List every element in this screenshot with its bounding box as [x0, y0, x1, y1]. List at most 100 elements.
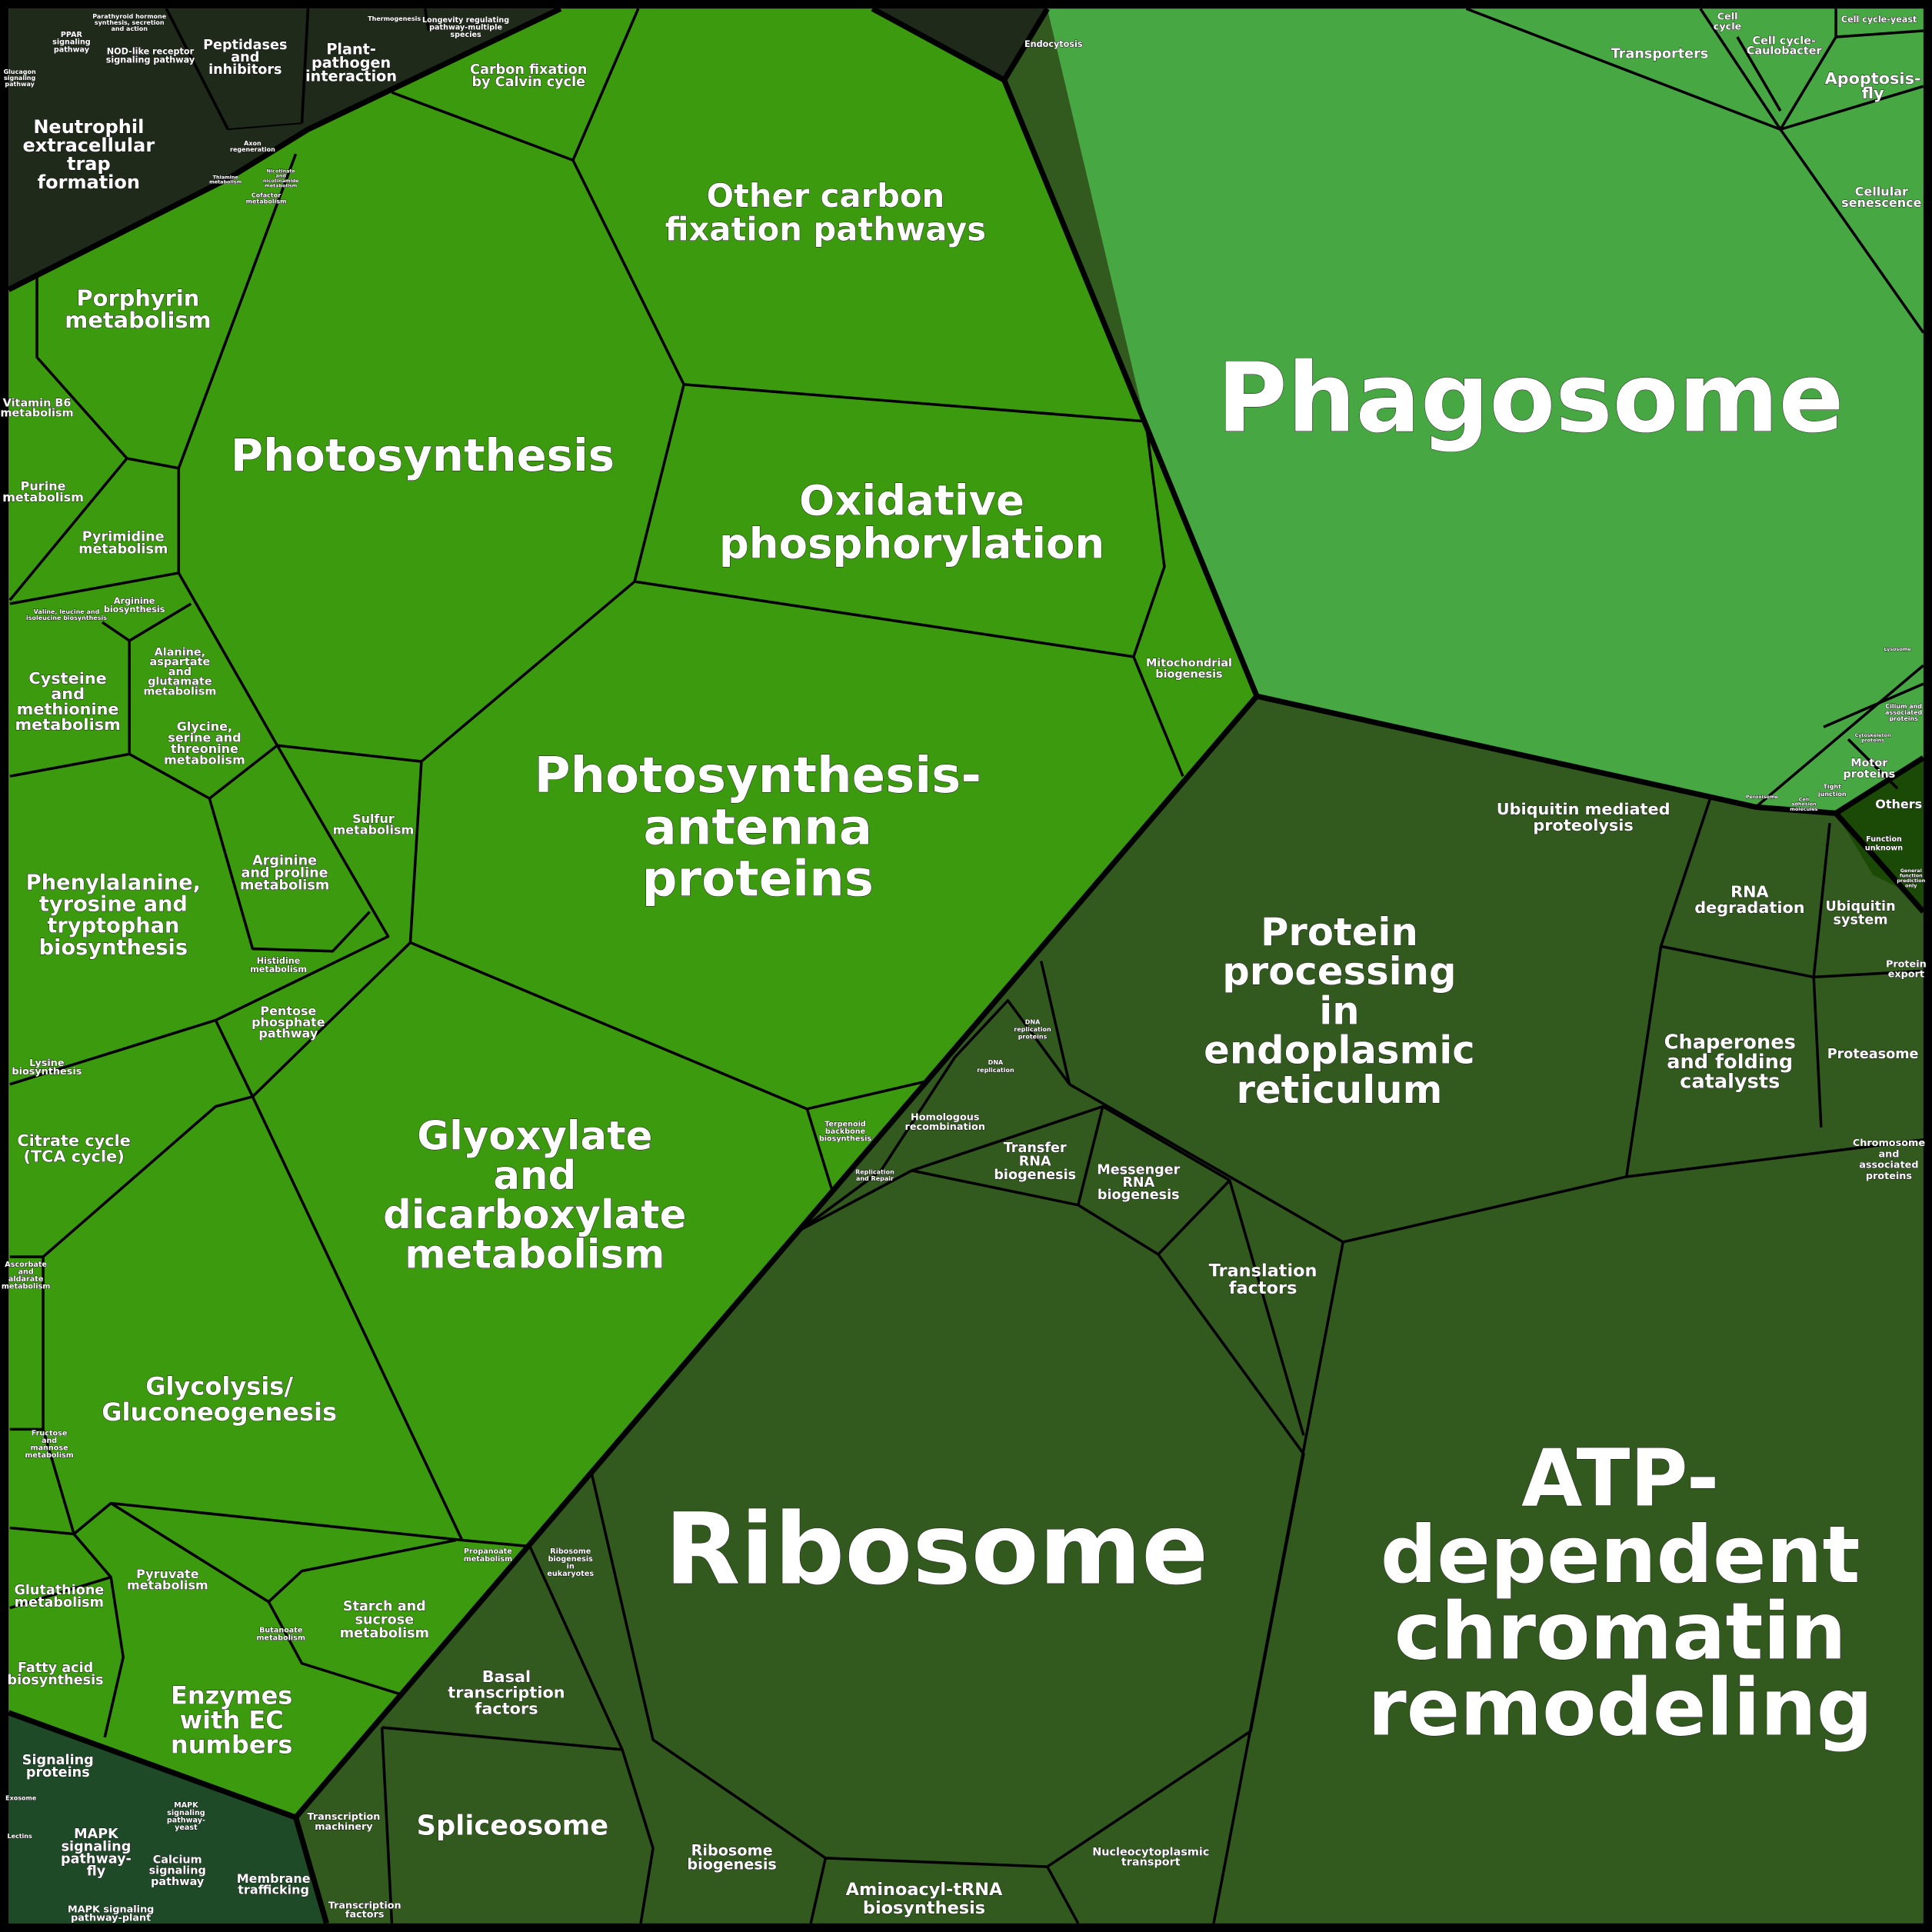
thermogenesis-label-line: Thermogenesis — [368, 15, 421, 22]
photosynthesis-label: Photosynthesis — [231, 429, 615, 481]
others-label: Others — [1875, 797, 1922, 811]
fatty-acid-label-line: biosynthesis — [8, 1673, 104, 1688]
porphyrin-label-line: metabolism — [65, 307, 211, 333]
ribosome-biogenesis-euk-label-line: Ribosome — [550, 1547, 591, 1556]
nicotinate-label-line: metabolism — [265, 183, 298, 189]
neutrophil-label-line: Neutrophil — [33, 116, 144, 138]
cell-cycle-yeast-label: Cell cycle-yeast — [1841, 15, 1917, 25]
pentose-label-line: Pentose — [260, 1004, 316, 1018]
chromosome-label-line: associated — [1859, 1160, 1918, 1171]
pyrimidine-label-line: metabolism — [78, 541, 168, 557]
peroxisome-label: Peroxisome — [1746, 794, 1779, 800]
peptidases-label-line: and — [231, 50, 259, 65]
plant-label-line: pathogen — [311, 54, 391, 72]
plant-label-line: Plant- — [326, 40, 376, 58]
vitamin-b6-label-line: Vitamin B6 — [3, 398, 72, 410]
ubiquitin-mediated-label-line: Ubiquitin mediated — [1497, 800, 1671, 818]
ribosome-biogenesis-euk-label-line: in — [567, 1562, 575, 1571]
transfer-rna-label-line: RNA — [1019, 1154, 1051, 1170]
glyoxylate-label-line: metabolism — [405, 1232, 665, 1278]
lysine-label-line: Lysine — [29, 1058, 65, 1069]
exosome-label-line: Exosome — [5, 1795, 37, 1802]
basal-label-line: factors — [475, 1699, 538, 1717]
others-region — [1836, 758, 1924, 912]
parathyroid-label-line: synthesis, secretion — [95, 19, 165, 26]
oxidative-label-line: Oxidative — [799, 476, 1024, 525]
mapk-fly-label-line: fly — [87, 1864, 106, 1879]
apoptosis-label: Apoptosis-fly — [1825, 69, 1921, 102]
calvin-label-line: by Calvin cycle — [471, 75, 585, 90]
antenna-label-line: antenna — [644, 799, 872, 856]
nicotinate-label-line: Nicotinate — [267, 168, 296, 174]
membrane-trafficking-label-line: Membrane — [237, 1871, 311, 1886]
ppar-label-line: signaling — [52, 38, 91, 47]
other-carbon-label-line: fixation pathways — [665, 210, 986, 248]
rna-degradation-label-line: degradation — [1694, 898, 1804, 917]
glyoxylate-label-line: Glyoxylate — [417, 1114, 652, 1160]
protein-processing-label-line: Protein — [1261, 910, 1418, 954]
ribosome-biogenesis-euk-label-line: eukaryotes — [547, 1570, 594, 1578]
metabolism-region — [8, 8, 1257, 1818]
glucagon-label-line: signaling — [4, 75, 36, 82]
ascorbate-label-line: and — [18, 1268, 34, 1277]
ppar-label-line: pathway — [54, 45, 90, 54]
proteasome-label: Proteasome — [1827, 1047, 1919, 1062]
sulfur-label-line: metabolism — [333, 823, 415, 838]
starch-label-line: Starch and — [343, 1599, 426, 1614]
cell-cycle-caulobacter-label: Cell cycle-Caulobacter — [1747, 35, 1823, 58]
purine-label-line: Purine — [21, 479, 66, 494]
spliceosome-label: Spliceosome — [417, 1810, 609, 1841]
phenylalanine-label-line: tryptophan — [47, 914, 179, 938]
nicotinate-label-line: and — [276, 173, 287, 179]
glutathione-label-line: Glutathione — [14, 1583, 104, 1598]
thiamine-label-line: Thiamine — [213, 174, 239, 180]
homologous-label-line: Homologous — [911, 1111, 980, 1123]
cytoskeleton-label-line: Cytoskeleton — [1855, 732, 1891, 738]
starch-label-line: sucrose — [355, 1612, 415, 1627]
protein-processing-label-line: reticulum — [1237, 1068, 1443, 1112]
neutrophil-label-line: formation — [38, 172, 140, 193]
translation-factors-label-line: factors — [1229, 1278, 1297, 1298]
endocytosis-label-line: Endocytosis — [1024, 39, 1083, 49]
general-function-label-line: prediction — [1897, 878, 1925, 884]
tight-label-line: Tight — [1824, 783, 1842, 790]
photosynthesis-label-line: Photosynthesis — [231, 429, 615, 481]
cell-cycle-caulobacter-label-line: Cell cycle- — [1753, 35, 1816, 48]
longevity-label-line: Longevity regulating — [422, 16, 509, 25]
citrate-label-line: (TCA cycle) — [23, 1148, 124, 1166]
apoptosis-label-line: Apoptosis- — [1825, 69, 1921, 88]
calcium-label-line: pathway — [151, 1876, 205, 1888]
glutathione-label-line: metabolism — [15, 1595, 104, 1611]
alanine-label-line: and — [168, 666, 192, 678]
nucleocyto-label-line: transport — [1121, 1856, 1181, 1868]
calcium-label-line: signaling — [149, 1865, 206, 1877]
protein-processing-label-line: in — [1319, 988, 1359, 1033]
cell-adhesion-label-line: molecules — [1790, 806, 1817, 812]
basal-label-line: Basal — [482, 1667, 531, 1686]
protein-processing-label-line: processing — [1222, 949, 1456, 994]
protein-processing-label-line: endoplasmic — [1204, 1028, 1475, 1073]
mapk-plant-label-line: pathway-plant — [71, 1913, 151, 1924]
parathyroid-label-line: Parathyroid hormone — [92, 13, 166, 20]
